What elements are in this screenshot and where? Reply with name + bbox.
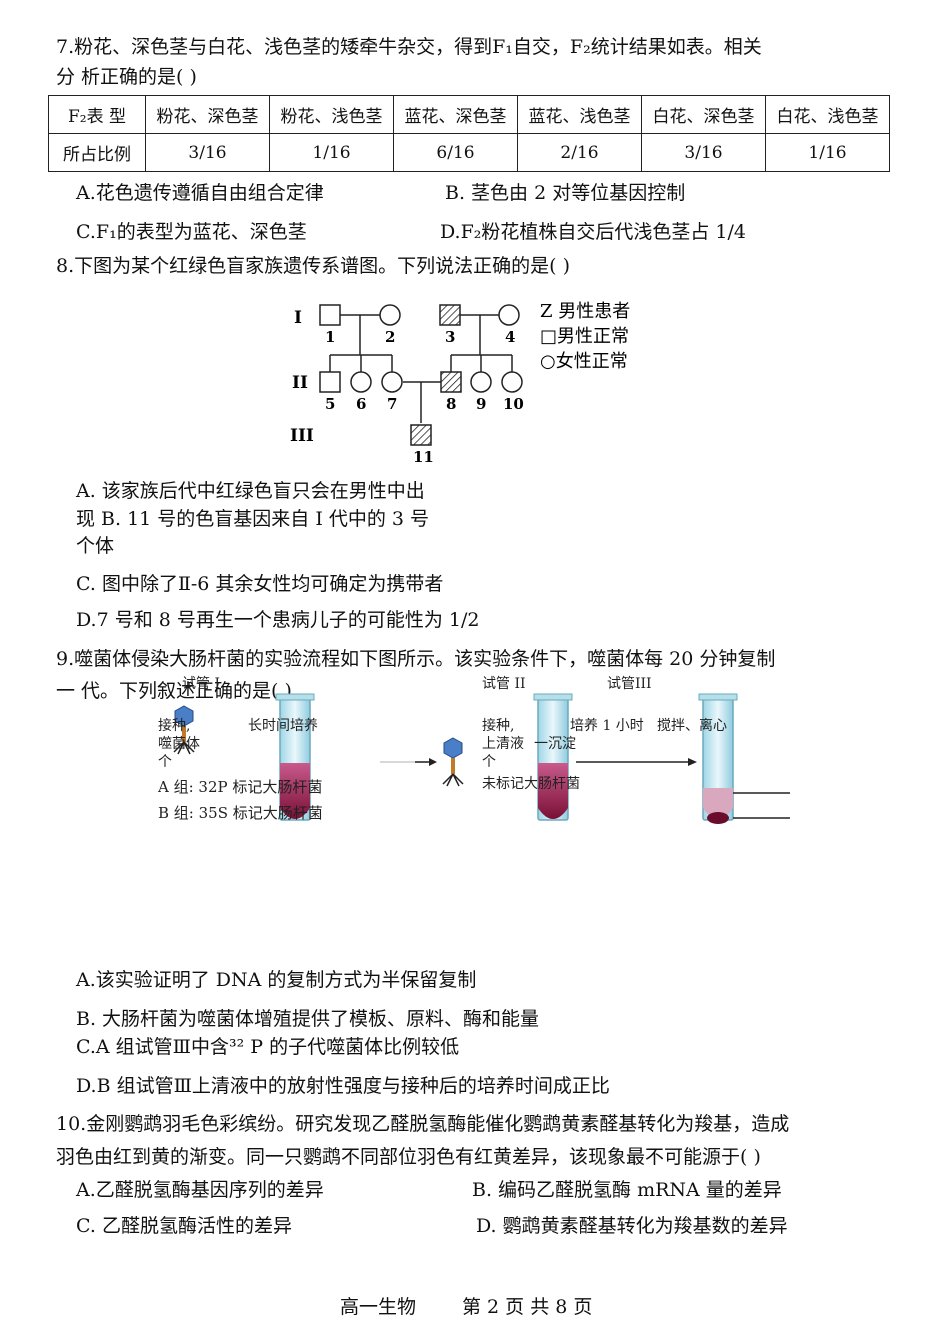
pedigree-female-normal	[350, 371, 372, 393]
q10-option-a: A.乙醛脱氢酶基因序列的差异	[76, 1179, 324, 1201]
phage-experiment-figure: 试管 I 试管 II 试管III	[157, 676, 790, 824]
table-row: 所占比例 3/16 1/16 6/16 2/16 3/16 1/16	[48, 133, 890, 172]
test-tube-1	[275, 693, 315, 821]
footer-page-number: 第 2 页 共 8 页	[462, 1296, 593, 1318]
individual-number: 1	[325, 328, 335, 346]
table-cell: 3/16	[641, 133, 766, 172]
q9-stem-line1: 9.噬菌体侵染大肠杆菌的实验流程如下图所示。该实验条件下，噬菌体每 20 分钟复…	[56, 648, 776, 670]
individual-number: 2	[385, 328, 395, 346]
pedigree-male-affected	[439, 304, 461, 326]
pedigree-female-normal	[379, 304, 401, 326]
q9-option-a: A.该实验证明了 DNA 的复制方式为半保留复制	[76, 969, 477, 991]
table-header-cell: 粉花、浅色茎	[269, 95, 394, 134]
q7-f2-table: F₂表 型 粉花、深色茎 粉花、浅色茎 蓝花、深色茎 蓝花、浅色茎 白花、深色茎…	[48, 95, 890, 172]
legend-male-affected: Z 男性患者	[540, 301, 630, 322]
table-header-cell: 蓝花、浅色茎	[517, 95, 642, 134]
culture-1h-label: 培养 1 小时	[570, 718, 644, 734]
group-a-label: A 组: 32P 标记大肠杆菌	[157, 778, 322, 796]
table-cell: 1/16	[269, 133, 394, 172]
individual-number: 8	[446, 395, 456, 413]
arrow-icon	[380, 758, 697, 766]
individual-number: 5	[325, 395, 335, 413]
pedigree-male-normal	[319, 304, 341, 326]
tube1-label: 试管 I	[182, 676, 220, 692]
table-cell: 6/16	[393, 133, 518, 172]
q8-option-a-line1: A. 该家族后代中红绿色盲只会在男性中出	[76, 480, 425, 502]
table-header-label: F₂表 型	[48, 95, 146, 134]
footer-subject: 高一生物	[340, 1296, 417, 1318]
test-tube-3	[698, 693, 790, 824]
generation-label: II	[292, 373, 308, 393]
individual-number: 6	[356, 395, 366, 413]
q8-option-c: C. 图中除了Ⅱ-6 其余女性均可确定为携带者	[76, 573, 444, 595]
precipitate-label: 一沉淀	[534, 736, 576, 752]
pedigree-male-normal	[319, 371, 341, 393]
inoculate-label: 接种,	[158, 717, 190, 734]
table-header-cell: 白花、深色茎	[641, 95, 766, 134]
tube2-label: 试管 II	[482, 676, 526, 692]
q8-stem: 8.下图为某个红绿色盲家族遗传系谱图。下列说法正确的是( )	[56, 255, 570, 277]
table-header-cell: 粉花、深色茎	[145, 95, 270, 134]
supernatant-label: 上清液	[482, 736, 524, 752]
stir-centrifuge-label: 搅拌、离心	[657, 717, 727, 734]
bacteriophage-icon	[173, 705, 195, 755]
q10-stem-line2: 羽色由红到黄的渐变。同一只鹦鹉不同部位羽色有红黄差异，该现象最不可能源于( )	[56, 1146, 761, 1168]
count-unit-label: 个	[158, 754, 172, 770]
pedigree-female-normal	[498, 304, 520, 326]
individual-number: 11	[413, 448, 434, 465]
q9-stem-line2: 一 代。下列叙述正确的是( )	[56, 680, 292, 702]
unlabeled-bacteria-label: 未标记大肠杆菌	[482, 776, 580, 792]
q8-option-d: D.7 号和 8 号再生一个患病儿子的可能性为 1/2	[76, 609, 480, 631]
inoculate-label: 接种,	[482, 717, 514, 734]
tube3-label: 试管III	[607, 676, 652, 692]
legend-female-normal: ○女性正常	[540, 351, 628, 372]
q7-stem-line2: 分 析正确的是( )	[56, 66, 197, 88]
table-cell: 2/16	[517, 133, 642, 172]
generation-label: I	[294, 308, 302, 328]
table-header-cell: 蓝花、深色茎	[393, 95, 518, 134]
count-unit-label: 个	[482, 754, 496, 770]
q10-option-d: D. 鹦鹉黄素醛基转化为羧基数的差异	[476, 1215, 788, 1237]
table-row: F₂表 型 粉花、深色茎 粉花、浅色茎 蓝花、深色茎 蓝花、浅色茎 白花、深色茎…	[48, 95, 890, 134]
test-tube-2	[533, 693, 573, 821]
q9-option-c: C.A 组试管Ⅲ中含³² P 的子代噬菌体比例较低	[76, 1036, 460, 1058]
individual-number: 4	[505, 328, 515, 346]
q10-option-c: C. 乙醛脱氢酶活性的差异	[76, 1215, 292, 1237]
q10-stem-line1: 10.金刚鹦鹉羽毛色彩缤纷。研究发现乙醛脱氢酶能催化鹦鹉黄素醛基转化为羧基，造成	[56, 1113, 790, 1135]
table-cell: 1/16	[765, 133, 890, 172]
pedigree-female-normal	[501, 371, 523, 393]
pedigree-chart: I II III 1 2 3 4 5 6 7	[290, 301, 630, 465]
q7-option-a: A.花色遗传遵循自由组合定律	[76, 182, 324, 204]
phage-label: 噬菌体	[158, 736, 200, 752]
individual-number: 10	[503, 395, 524, 413]
legend-male-normal: □男性正常	[540, 326, 629, 347]
pedigree-male-affected	[440, 371, 462, 393]
pedigree-male-affected	[410, 424, 432, 446]
q7-option-d: D.F₂粉花植株自交后代浅色茎占 1/4	[440, 221, 747, 243]
q7-stem-line1: 7.粉花、深色茎与白花、浅色茎的矮牵牛杂交，得到F₁自交，F₂统计结果如表。相关	[56, 36, 762, 58]
pedigree-female-normal	[381, 371, 403, 393]
table-cell: 3/16	[145, 133, 270, 172]
long-culture-label: 长时间培养	[248, 718, 318, 734]
generation-label: III	[290, 426, 314, 446]
individual-number: 7	[387, 395, 397, 413]
pedigree-female-normal	[470, 371, 492, 393]
group-b-label: B 组: 35S 标记大肠杆菌	[158, 804, 323, 822]
q9-option-d: D.B 组试管Ⅲ上清液中的放射性强度与接种后的培养时间成正比	[76, 1075, 610, 1097]
q10-option-b: B. 编码乙醛脱氢酶 mRNA 量的差异	[472, 1179, 782, 1201]
individual-number: 3	[445, 328, 455, 346]
bacteriophage-icon	[442, 737, 464, 787]
individual-number: 9	[476, 395, 486, 413]
q7-option-b: B. 茎色由 2 对等位基因控制	[445, 182, 686, 204]
q8-option-a-line2: 现 B. 11 号的色盲基因来自 I 代中的 3 号	[76, 508, 430, 530]
table-header-cell: 白花、浅色茎	[765, 95, 890, 134]
q8-option-a-line3: 个体	[76, 535, 115, 557]
q9-option-b: B. 大肠杆菌为噬菌体增殖提供了模板、原料、酶和能量	[76, 1008, 540, 1030]
q7-option-c: C.F₁的表型为蓝花、深色茎	[76, 221, 307, 243]
table-row-label: 所占比例	[48, 133, 146, 172]
